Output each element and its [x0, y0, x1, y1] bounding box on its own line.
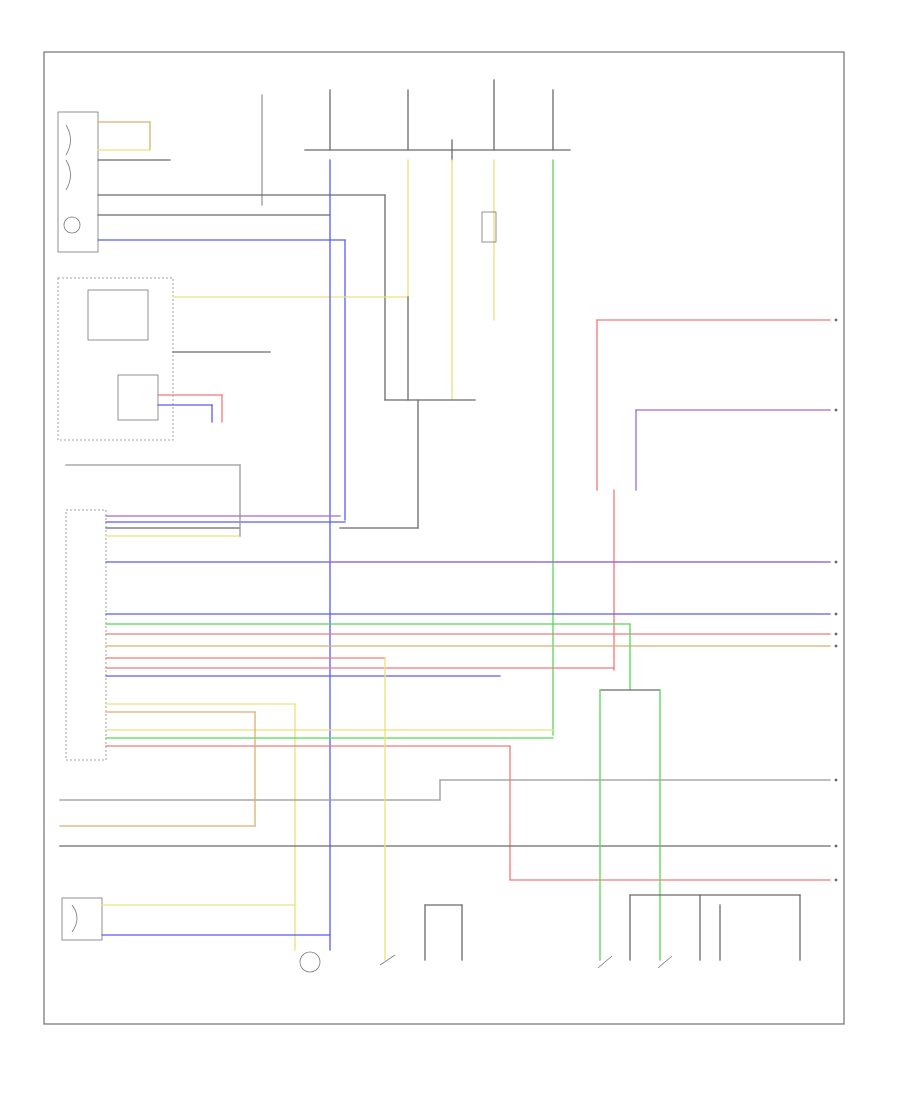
lower-right-components — [299, 657, 801, 973]
body-integrated-unit — [65, 464, 831, 951]
fuse-bus — [261, 79, 571, 206]
left-upper-component — [57, 111, 386, 521]
right-upper-wires — [596, 319, 831, 671]
center-vertical-wires — [329, 159, 554, 951]
diagram-frame — [43, 51, 845, 1025]
right-edge-terminals — [834, 318, 838, 882]
lower-left-wires — [59, 711, 831, 941]
combination-meter — [57, 159, 409, 441]
